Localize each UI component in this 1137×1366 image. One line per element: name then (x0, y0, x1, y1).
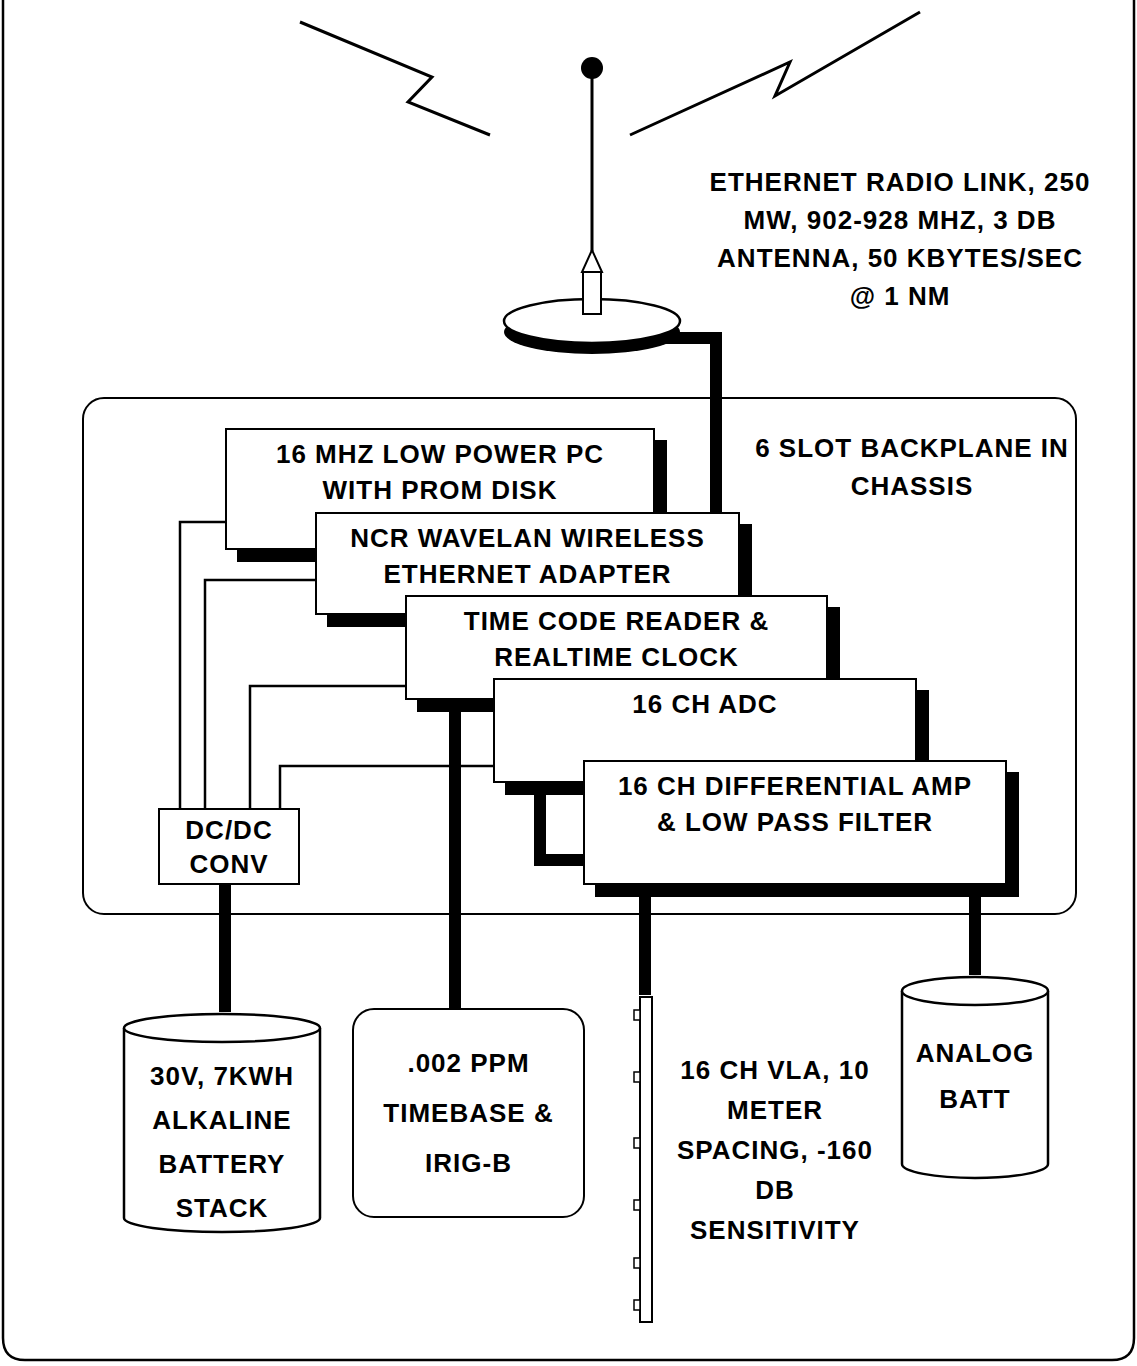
radio-wave (300, 22, 490, 135)
antenna-node: ETHERNET RADIO LINK, 250 MW, 902-928 MHZ… (290, 5, 1100, 350)
cable (219, 885, 231, 1012)
card-box: 16 CH DIFFERENTIAL AMP & LOW PASS FILTER (583, 760, 1007, 885)
node-label: 16 CH ADC (505, 686, 905, 722)
cable (969, 885, 981, 975)
chassis-box: 6 SLOT BACKPLANE IN CHASSIS 16 MHZ LOW PO… (82, 397, 1077, 915)
power-wire (280, 766, 493, 808)
radio-wave (630, 12, 920, 135)
node-label: TIME CODE READER & REALTIME CLOCK (417, 603, 817, 675)
node-label: ANALOG BATT (905, 1030, 1045, 1122)
cylinder-top (902, 977, 1048, 1005)
hydrophone-element (634, 1072, 640, 1082)
node-label: 16 CH DIFFERENTIAL AMP & LOW PASS FILTER (614, 768, 976, 840)
hydrophone-element (634, 1200, 640, 1210)
hydrophone-element (634, 1258, 640, 1268)
node-label: 16 MHZ LOW POWER PC WITH PROM DISK (245, 436, 635, 508)
outer-frame (3, 0, 1134, 1360)
array-node: 16 CH VLA, 10 METER SPACING, -160 DB SEN… (630, 995, 900, 1330)
node-label: .002 PPM TIMEBASE & IRIG-B (364, 1038, 574, 1188)
cylinder-outline (900, 975, 1050, 1180)
cable (449, 700, 461, 1008)
node-label: 30V, 7KWH ALKALINE BATTERY STACK (132, 1054, 312, 1230)
antenna-coil (583, 272, 601, 314)
node-label: 6 SLOT BACKPLANE IN CHASSIS (752, 429, 1072, 505)
battery-cylinder: 30V, 7KWH ALKALINE BATTERY STACK (122, 1012, 322, 1234)
antenna-ball (581, 57, 603, 79)
antenna-mast (591, 68, 594, 251)
timebase-box: .002 PPM TIMEBASE & IRIG-B (352, 1008, 585, 1218)
cylinder-body (902, 991, 1048, 1178)
converter-box: DC/DC CONV (158, 808, 300, 885)
hydrophone-element (634, 1138, 640, 1148)
node-label: NCR WAVELAN WIRELESS ETHERNET ADAPTER (328, 520, 728, 592)
hydrophone-element (634, 1300, 640, 1310)
power-wire (180, 522, 225, 808)
power-wire (250, 686, 405, 808)
antenna-tip (582, 250, 602, 272)
cylinder-body (124, 1028, 320, 1232)
cable (710, 350, 722, 512)
cable (540, 783, 583, 860)
battery-cylinder: ANALOG BATT (900, 975, 1050, 1180)
hydrophone-element (634, 1010, 640, 1020)
array-cable (640, 997, 652, 1322)
power-wire (205, 580, 315, 808)
node-label: DC/DC CONV (169, 813, 289, 881)
cylinder-top (124, 1014, 320, 1042)
node-label: ETHERNET RADIO LINK, 250 MW, 902-928 MHZ… (700, 163, 1100, 315)
node-label: 16 CH VLA, 10 METER SPACING, -160 DB SEN… (675, 1050, 875, 1250)
cable (639, 885, 651, 995)
